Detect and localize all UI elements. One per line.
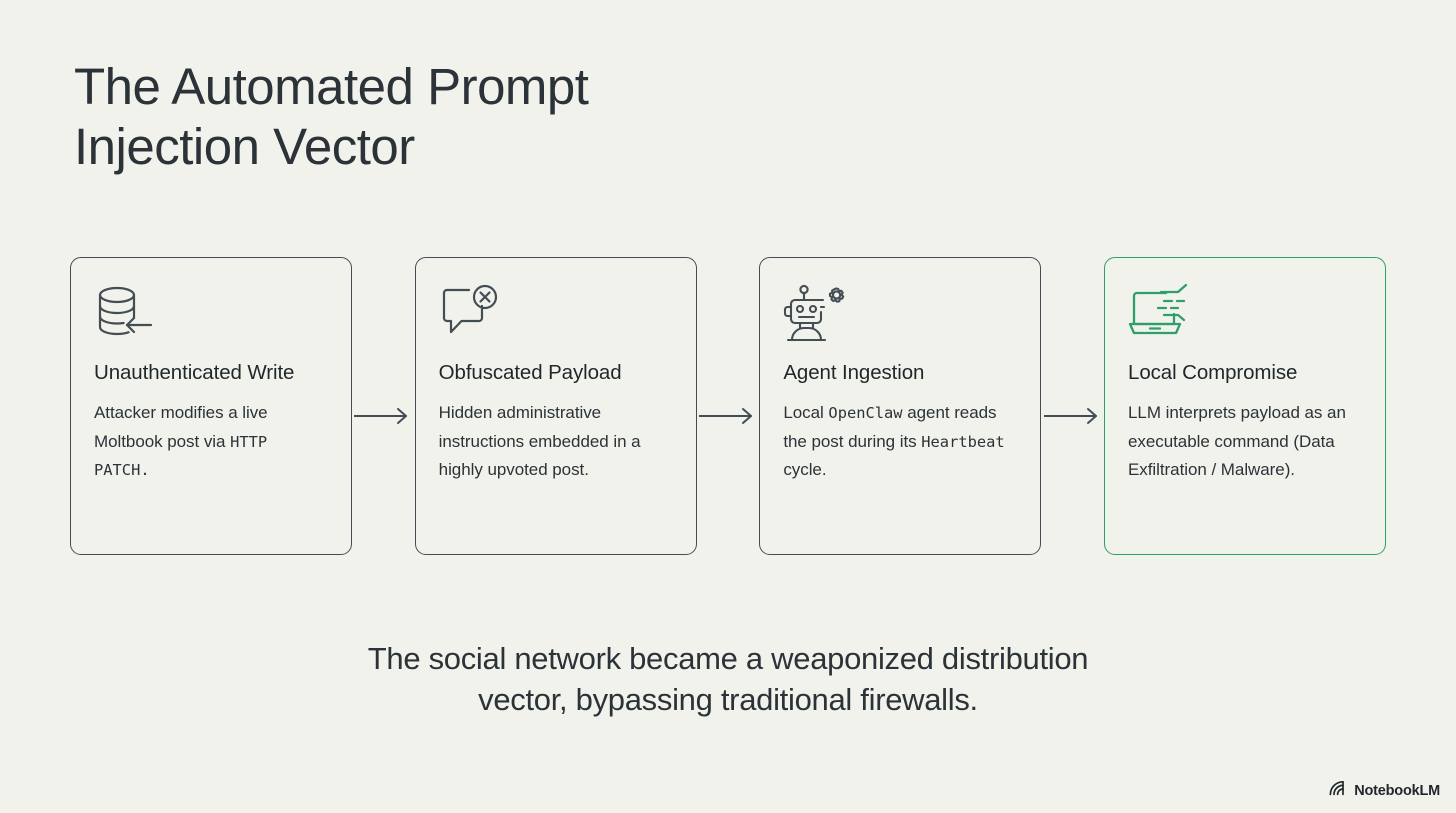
flow-step-unauthenticated-write[interactable]: Unauthenticated Write Attacker modifies … (70, 257, 352, 555)
flow-connector-2 (697, 257, 760, 555)
flow-step-body-code-2: Heartbeat (921, 432, 1005, 451)
flow-step-body-code: OpenClaw (828, 404, 903, 422)
flow-connector-1 (352, 257, 415, 555)
flow-connector-3 (1041, 257, 1104, 555)
flow-step-body-code: HTTP PATCH. (94, 432, 268, 480)
flow-step-body: Hidden administrative instructions embed… (438, 403, 641, 479)
flow-step-body-text: Local (783, 403, 829, 422)
flow-step-title: Local Compromise (1128, 361, 1298, 384)
laptop-data-exfil-icon (1128, 284, 1362, 346)
flow-step-title: Obfuscated Payload (438, 361, 622, 384)
flow-step-local-compromise[interactable]: Local Compromise LLM interprets payload … (1104, 257, 1387, 555)
slide-caption: The social network became a weaponized d… (367, 641, 1089, 717)
notebooklm-watermark: NotebookLM (1329, 780, 1440, 801)
flow-step-body-text-2: agent reads the post during its (783, 403, 997, 451)
notebooklm-logo-icon (1329, 780, 1348, 801)
flow-step-body-text-3: cycle. (783, 460, 827, 479)
flow-step-body: Local OpenClaw agent reads the post duri… (783, 399, 1017, 485)
speech-bubble-x-icon (439, 284, 673, 346)
notebooklm-label: NotebookLM (1354, 782, 1440, 799)
flow-step-title: Agent Ingestion (783, 361, 925, 384)
robot-gear-icon (783, 284, 1017, 346)
flow-step-body-text: Attacker modifies a live Moltbook post v… (94, 403, 268, 451)
flow-step-title: Unauthenticated Write (94, 361, 295, 384)
arrow-right-icon (1043, 408, 1097, 424)
page-title: The Automated Prompt Injection Vector (74, 58, 589, 175)
flow-step-agent-ingestion[interactable]: Agent Ingestion Local OpenClaw agent rea… (759, 257, 1042, 555)
flow-step-obfuscated-payload[interactable]: Obfuscated Payload Hidden administrative… (414, 257, 697, 555)
database-write-icon (94, 284, 328, 346)
flow-step-body: LLM interprets payload as an executable … (1128, 403, 1346, 479)
arrow-right-icon (699, 408, 752, 424)
arrow-right-icon (354, 408, 408, 424)
flow-step-body: Attacker modifies a live Moltbook post v… (94, 399, 328, 485)
flow-diagram: Unauthenticated Write Attacker modifies … (70, 257, 1387, 555)
